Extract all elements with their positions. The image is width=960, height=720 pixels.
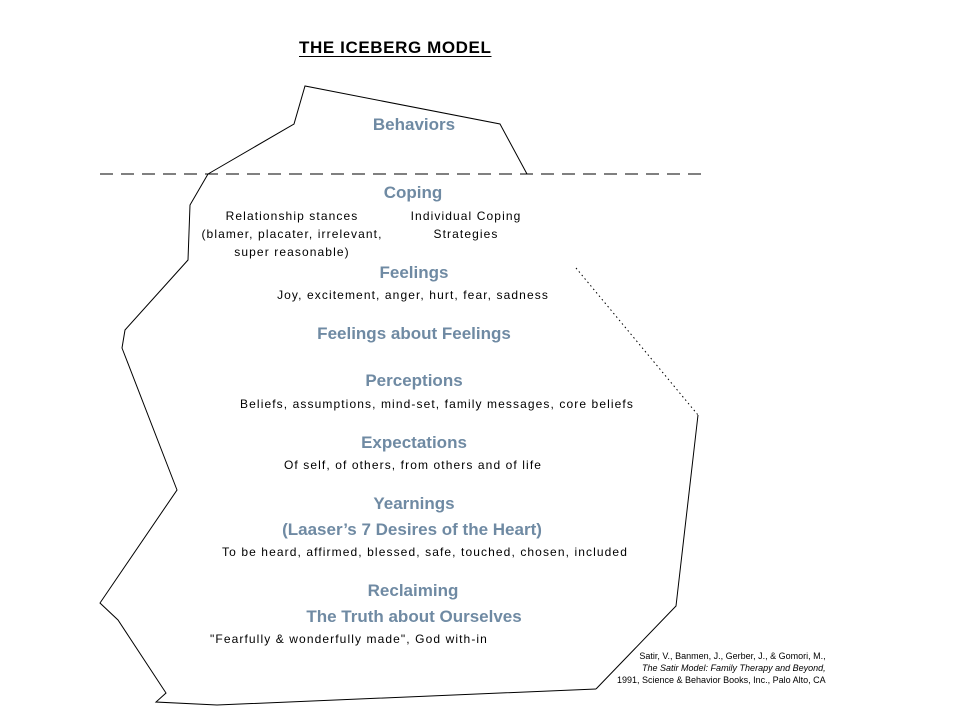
citation-line2: The Satir Model: Family Therapy and Beyo… — [642, 663, 826, 673]
layer-coping-heading: Coping — [383, 183, 443, 202]
citation-reference: Satir, V., Banmen, J., Gerber, J., & Gom… — [617, 650, 826, 686]
iceberg-tip-outline — [207, 85, 528, 175]
relationship-stances-line2: (blamer, placater, irrelevant, — [201, 227, 383, 241]
layer-expectations-heading: Expectations — [361, 433, 467, 452]
layer-feelings-subtext: Joy, excitement, anger, hurt, fear, sadn… — [277, 288, 549, 302]
layer-yearnings-subheading: (Laaser’s 7 Desires of the Heart) — [282, 520, 542, 539]
individual-coping-line2: Strategies — [433, 227, 499, 241]
layer-expectations-subtext: Of self, of others, from others and of l… — [283, 458, 543, 472]
layer-reclaiming-heading: Reclaiming — [367, 581, 459, 600]
citation-line3: 1991, Science & Behavior Books, Inc., Pa… — [617, 675, 826, 685]
layer-reclaiming-subtext: "Fearfully & wonderfully made", God with… — [210, 632, 488, 646]
iceberg-right-edge-outline — [595, 414, 699, 690]
layer-perceptions-subtext: Beliefs, assumptions, mind-set, family m… — [240, 397, 634, 411]
iceberg-submerged-right-outline — [575, 267, 699, 416]
layer-feelings-heading: Feelings — [379, 263, 449, 282]
layer-feelings-about-feelings-heading: Feelings about Feelings — [317, 324, 511, 343]
layer-perceptions-heading: Perceptions — [365, 371, 463, 390]
individual-coping-text: Individual Coping Strategies — [411, 207, 522, 243]
iceberg-submerged-left-outline — [99, 173, 597, 706]
citation-line1: Satir, V., Banmen, J., Gerber, J., & Gom… — [639, 651, 826, 661]
relationship-stances-line3: super reasonable) — [234, 245, 350, 259]
relationship-stances-line1: Relationship stances — [225, 209, 359, 223]
relationship-stances-text: Relationship stances (blamer, placater, … — [201, 207, 382, 261]
individual-coping-line1: Individual Coping — [410, 209, 522, 223]
diagram-title: THE ICEBERG MODEL — [299, 38, 492, 57]
layer-yearnings-subtext: To be heard, affirmed, blessed, safe, to… — [222, 545, 628, 559]
layer-yearnings-heading: Yearnings — [373, 494, 455, 513]
layer-reclaiming-subheading: The Truth about Ourselves — [306, 607, 522, 626]
layer-behaviors-heading: Behaviors — [372, 115, 456, 134]
